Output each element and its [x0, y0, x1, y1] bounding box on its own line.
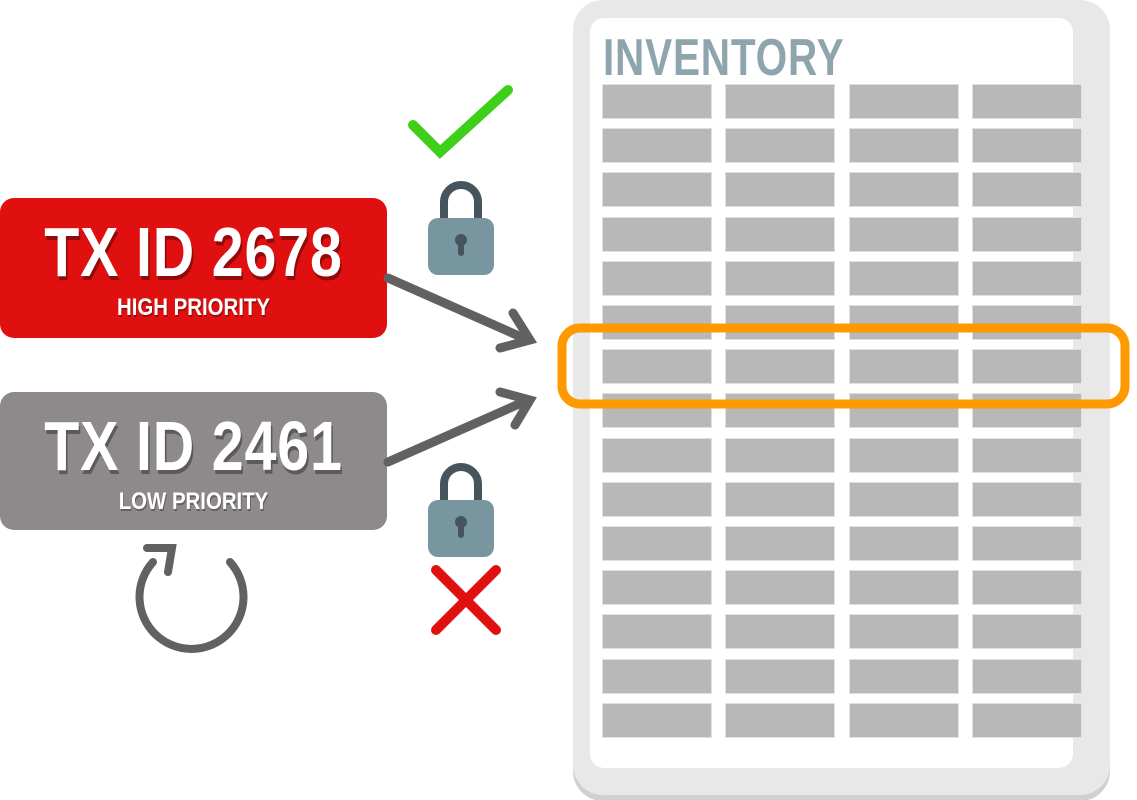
table-cell	[725, 614, 835, 649]
table-cell	[972, 438, 1082, 473]
highlighted-row-outline	[557, 323, 1130, 409]
inventory-title: INVENTORY	[603, 29, 845, 87]
highlighted-table-cell	[972, 349, 1082, 384]
table-cell	[972, 570, 1082, 605]
table-cell	[725, 172, 835, 207]
transaction-id: TX ID 2461	[44, 407, 343, 485]
table-cell	[972, 614, 1082, 649]
table-cell	[972, 659, 1082, 694]
table-cell	[725, 128, 835, 163]
highlighted-table-cell	[725, 349, 835, 384]
lock-icon	[428, 181, 494, 275]
table-cell	[849, 128, 959, 163]
table-cell	[602, 438, 712, 473]
table-cell	[849, 482, 959, 517]
table-cell	[972, 703, 1082, 738]
table-cell	[602, 172, 712, 207]
lock-icon	[428, 463, 494, 557]
highlighted-table-cell	[849, 349, 959, 384]
table-cell	[725, 570, 835, 605]
table-cell	[849, 703, 959, 738]
table-cell	[972, 526, 1082, 561]
table-cell	[725, 703, 835, 738]
transaction-high-priority: TX ID 2678 HIGH PRIORITY	[0, 198, 387, 338]
transaction-priority: HIGH PRIORITY	[116, 294, 270, 321]
table-cell	[725, 305, 835, 340]
table-cell	[849, 614, 959, 649]
table-cell	[602, 261, 712, 296]
table-cell	[602, 305, 712, 340]
inventory-document: INVENTORY	[573, 0, 1110, 795]
table-cell	[972, 84, 1082, 119]
transaction-low-priority: TX ID 2461 LOW PRIORITY	[0, 392, 387, 530]
table-cell	[849, 261, 959, 296]
table-cell	[725, 526, 835, 561]
table-cell	[849, 172, 959, 207]
transaction-priority: LOW PRIORITY	[118, 488, 269, 515]
table-cell	[849, 217, 959, 252]
table-cell	[725, 438, 835, 473]
table-cell	[849, 438, 959, 473]
table-cell	[725, 84, 835, 119]
arrow-icon	[383, 273, 538, 353]
table-cell	[849, 84, 959, 119]
table-cell	[849, 570, 959, 605]
retry-icon	[135, 544, 248, 653]
table-cell	[972, 217, 1082, 252]
table-cell	[849, 526, 959, 561]
table-cell	[972, 128, 1082, 163]
table-cell	[602, 128, 712, 163]
table-cell	[725, 659, 835, 694]
table-cell	[972, 261, 1082, 296]
transaction-id: TX ID 2678	[44, 213, 343, 291]
check-icon	[408, 85, 513, 159]
table-cell	[602, 84, 712, 119]
table-cell	[972, 172, 1082, 207]
table-cell	[972, 305, 1082, 340]
table-cell	[602, 659, 712, 694]
table-cell	[725, 482, 835, 517]
table-cell	[725, 217, 835, 252]
table-cell	[849, 659, 959, 694]
table-cell	[602, 570, 712, 605]
table-cell	[972, 482, 1082, 517]
table-cell	[725, 261, 835, 296]
cross-icon	[431, 565, 501, 635]
table-cell	[849, 305, 959, 340]
table-cell	[602, 703, 712, 738]
arrow-icon	[383, 387, 537, 467]
table-cell	[602, 614, 712, 649]
table-cell	[602, 217, 712, 252]
table-cell	[602, 482, 712, 517]
highlighted-table-cell	[602, 349, 712, 384]
table-cell	[602, 526, 712, 561]
